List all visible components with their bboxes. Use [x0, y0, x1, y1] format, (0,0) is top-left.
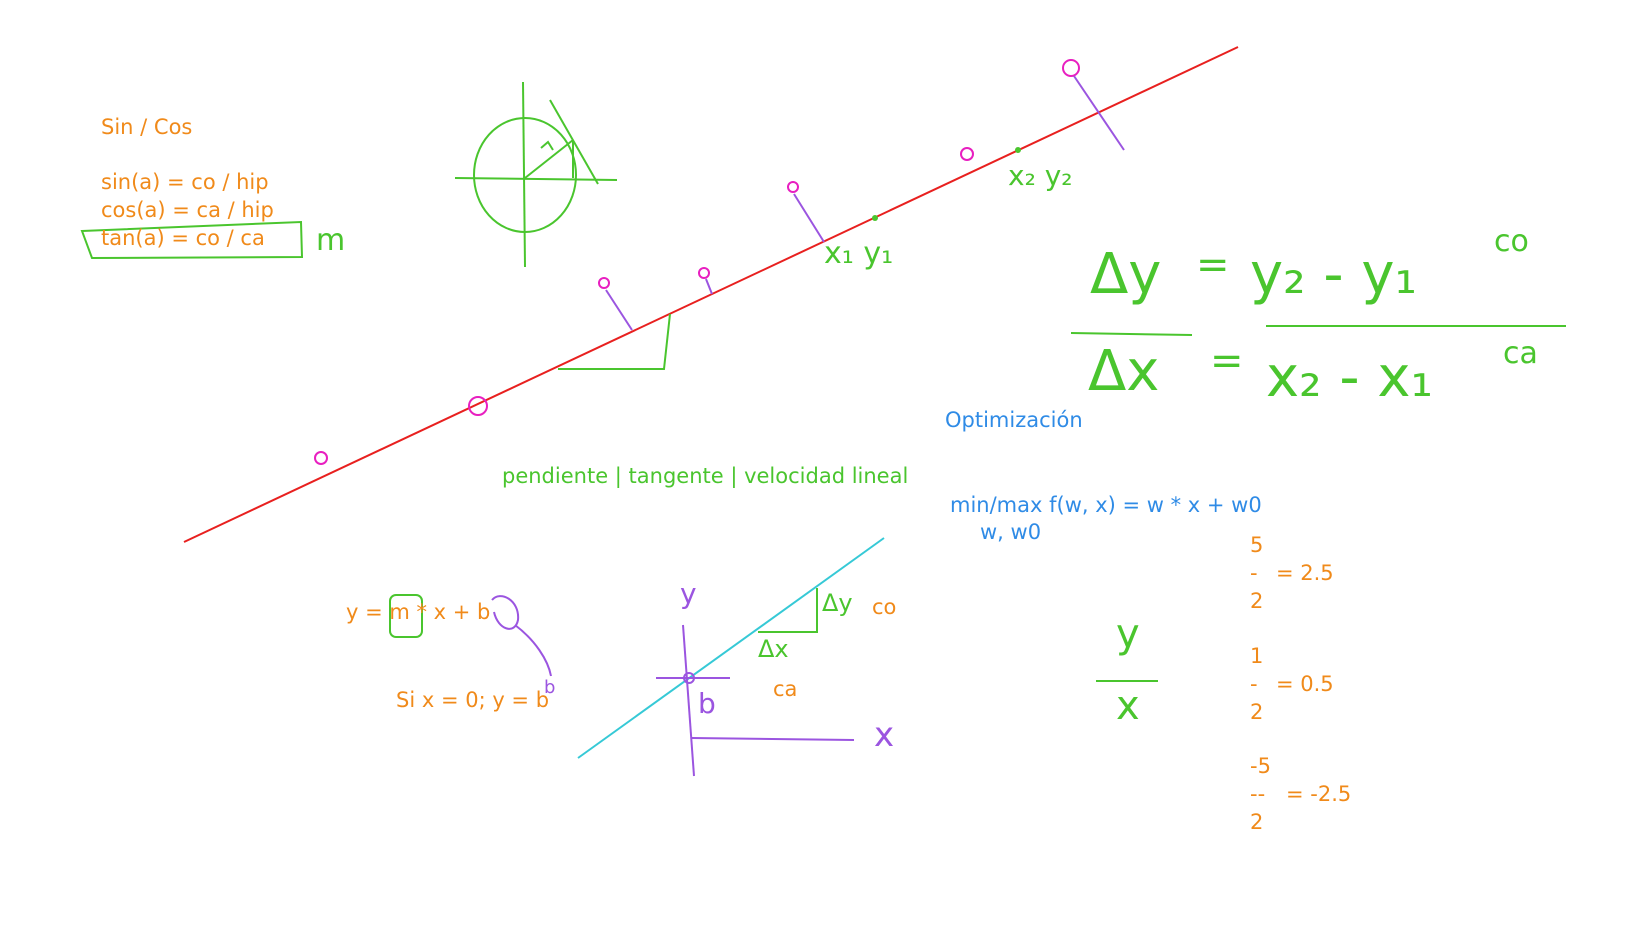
fraction-3-result: = -2.5 — [1286, 782, 1352, 806]
residual-line — [1073, 75, 1125, 151]
fraction-1-denominator: 2 — [1250, 589, 1264, 613]
graph-axis-x: x — [874, 715, 895, 755]
optimization-title: Optimización — [945, 408, 1083, 432]
graph-intercept-b: b — [698, 687, 716, 720]
fraction-2-numerator: 1 — [1250, 644, 1264, 668]
equals-top: = — [1196, 242, 1230, 288]
data-point — [698, 267, 710, 279]
fraction-1-numerator: 5 — [1250, 533, 1264, 557]
fraction-1-bar: - — [1250, 561, 1258, 585]
cos-formula: cos(a) = ca / hip — [101, 198, 274, 222]
y-over-x-numerator: y — [1116, 611, 1140, 657]
residual-line — [605, 289, 633, 331]
data-points — [314, 59, 1125, 465]
unit-circle-sketch — [454, 81, 618, 268]
small-graph — [577, 537, 885, 777]
data-point — [468, 396, 488, 416]
trig-title: Sin / Cos — [101, 115, 193, 139]
fraction-3-bar: -- — [1250, 782, 1266, 806]
fraction-2-bar: - — [1250, 672, 1258, 696]
graph-delta-y: Δy — [822, 589, 853, 617]
tan-highlight-box — [80, 220, 304, 260]
tan-formula: tan(a) = co / ca — [101, 226, 265, 250]
m-highlight-box — [389, 594, 423, 638]
equals-bottom: = — [1210, 338, 1244, 384]
slope-triangle — [558, 313, 671, 370]
label-ca-hand: ca — [1503, 336, 1538, 371]
arrow-b: b — [544, 677, 556, 698]
y2-minus-y1: y₂ - y₁ — [1250, 242, 1417, 307]
slope-caption: pendiente | tangente | velocidad lineal — [502, 464, 909, 488]
fraction-3-denominator: 2 — [1250, 810, 1264, 834]
regression-line — [183, 46, 1239, 543]
line-point — [872, 215, 878, 221]
handwritten-m: m — [316, 223, 346, 258]
b-highlight-loop — [491, 595, 552, 677]
label-x2y2: x₂ y₂ — [1008, 159, 1073, 192]
optimization-objective: min/max f(w, x) = w * x + w0 — [950, 493, 1262, 517]
line-equation: y = m * x + b — [346, 600, 491, 624]
y-over-x-denominator: x — [1116, 683, 1140, 729]
residual-line — [705, 278, 713, 295]
delta-x: Δx — [1088, 339, 1160, 404]
data-point — [787, 181, 799, 193]
graph-delta-x: Δx — [758, 635, 789, 663]
label-co-hand: co — [1494, 224, 1529, 259]
graph-label-co: co — [872, 595, 897, 619]
label-x1y1: x₁ y₁ — [824, 236, 894, 271]
fraction-1-result: = 2.5 — [1276, 561, 1334, 585]
delta-y: Δy — [1090, 242, 1162, 307]
fraction-2-result: = 0.5 — [1276, 672, 1334, 696]
residual-line — [793, 193, 825, 243]
fraction-3-numerator: -5 — [1250, 754, 1271, 778]
data-point — [598, 277, 610, 289]
data-point — [1062, 59, 1080, 77]
optimization-variables: w, w0 — [980, 520, 1042, 544]
graph-axis-y: y — [680, 577, 697, 610]
fraction-2-denominator: 2 — [1250, 700, 1264, 724]
line-point — [1015, 147, 1021, 153]
sin-formula: sin(a) = co / hip — [101, 170, 269, 194]
data-point — [314, 451, 328, 465]
graph-label-ca: ca — [773, 677, 798, 701]
data-point — [960, 147, 974, 161]
intercept-note: Si x = 0; y = b — [396, 688, 550, 712]
fraction-bar-delta — [1070, 332, 1193, 336]
x2-minus-x1: x₂ - x₁ — [1266, 345, 1433, 410]
